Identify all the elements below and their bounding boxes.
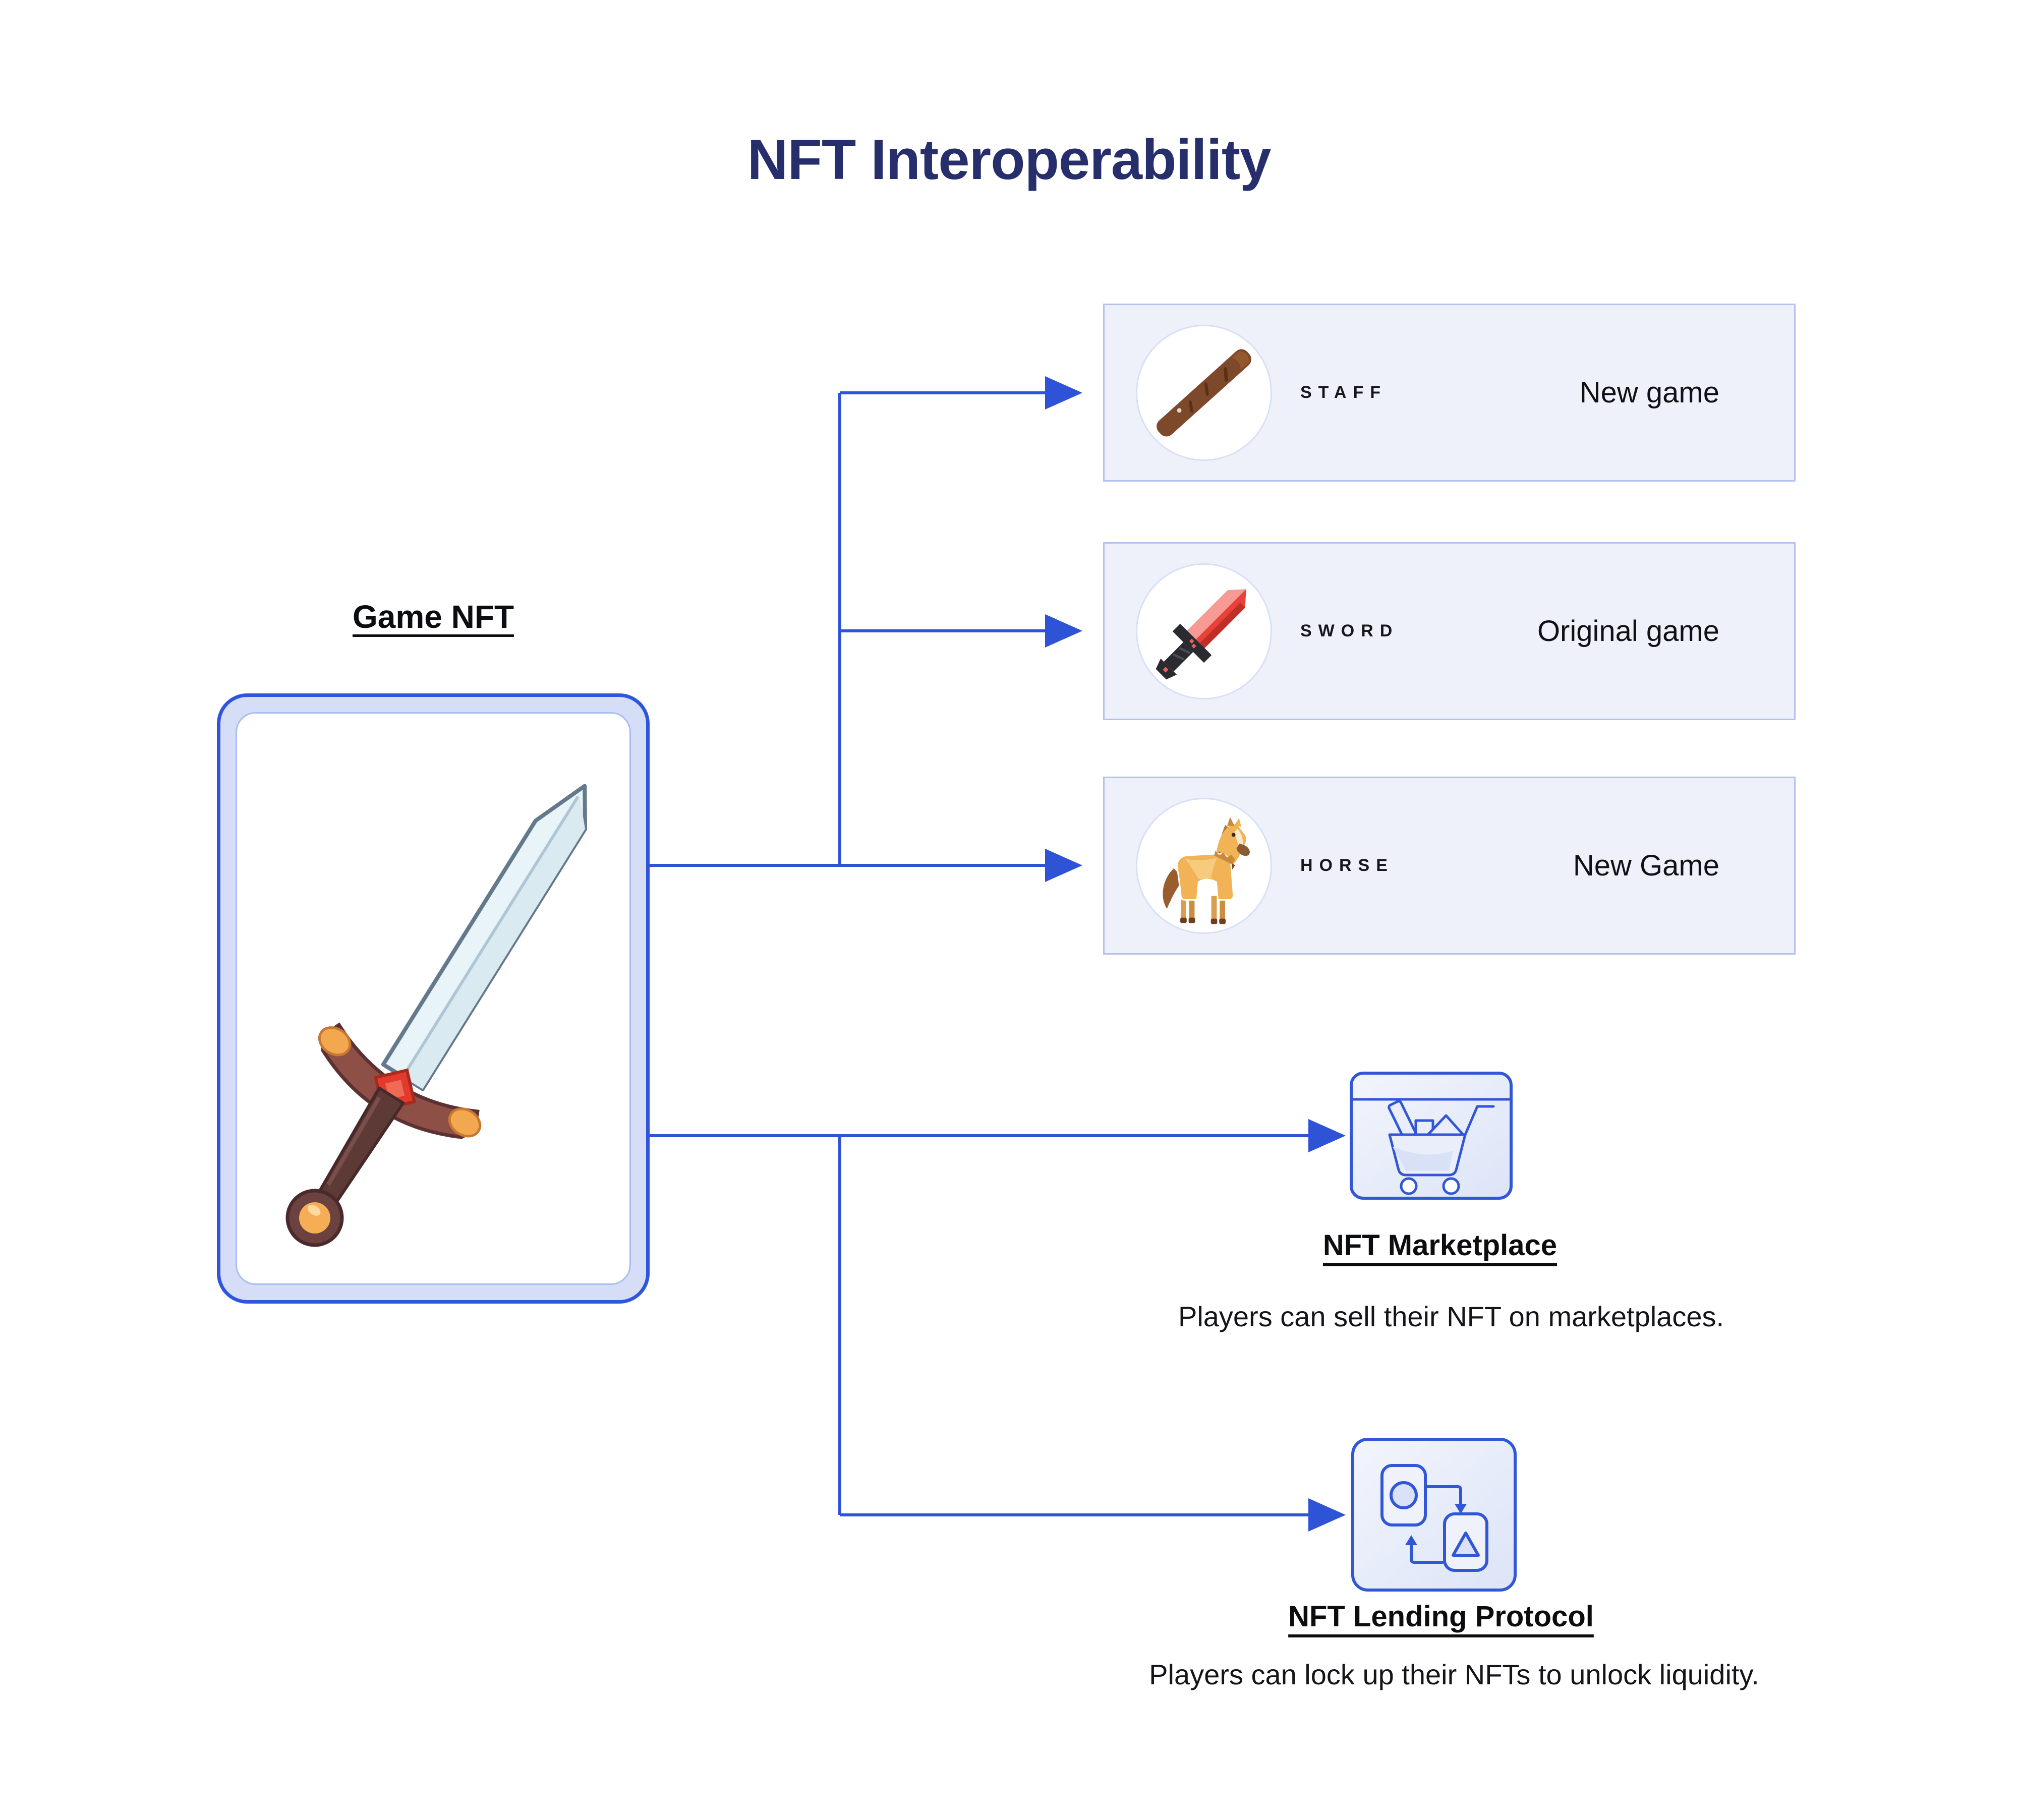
game-label-horse: New Game (1573, 849, 1719, 882)
sword-illustration (285, 784, 588, 1247)
game-label-sword: Original game (1537, 615, 1719, 648)
arrowhead-sword (1045, 614, 1082, 648)
horse-icon (1163, 816, 1250, 924)
game-nft-label: Game NFT (352, 599, 514, 635)
arrowhead-lending (1308, 1498, 1346, 1532)
game-label-staff: New game (1579, 376, 1719, 409)
item-label-staff: STAFF (1300, 383, 1388, 402)
lending-heading: NFT Lending Protocol (1288, 1600, 1594, 1633)
arrowhead-marketplace (1308, 1119, 1346, 1152)
horse-icon-circle (1136, 797, 1272, 934)
game-nft-card (217, 693, 650, 1304)
arrowhead-horse (1045, 849, 1082, 882)
nft-lending-icon (1351, 1438, 1517, 1592)
lending-description: Players can lock up their NFTs to unlock… (1149, 1659, 1759, 1690)
item-label-horse: HORSE (1300, 856, 1394, 875)
sword-icon-circle (1136, 563, 1272, 699)
destination-box-sword: SWORD Original game (1103, 542, 1796, 720)
sword-icon (1156, 589, 1246, 679)
destination-box-horse: HORSE New Game (1103, 777, 1796, 955)
item-label-sword: SWORD (1300, 621, 1399, 640)
destination-box-staff: STAFF New game (1103, 304, 1796, 482)
marketplace-heading: NFT Marketplace (1322, 1229, 1558, 1262)
staff-icon (1157, 348, 1251, 437)
nft-marketplace-icon (1350, 1072, 1513, 1200)
marketplace-description: Players can sell their NFT on marketplac… (1178, 1301, 1724, 1332)
arrowhead-staff (1045, 376, 1082, 409)
staff-icon-circle (1136, 324, 1272, 461)
page-title: NFT Interoperability (747, 128, 1272, 191)
game-nft-card-inner (236, 712, 631, 1285)
